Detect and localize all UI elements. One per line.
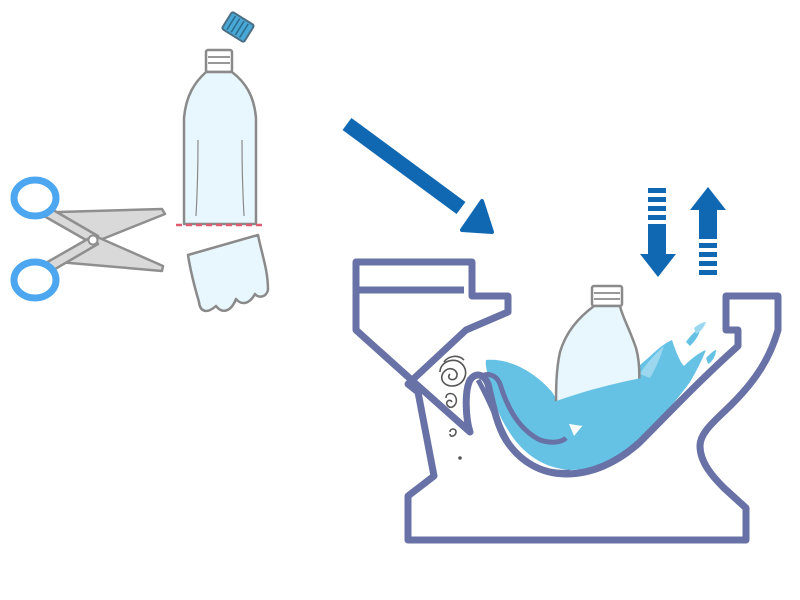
clog-debris bbox=[439, 355, 467, 460]
water-splash bbox=[640, 346, 664, 378]
arrow-right-down-icon bbox=[342, 117, 494, 234]
toilet-outline bbox=[352, 258, 782, 544]
bottle-in-toilet bbox=[548, 284, 644, 427]
bottle-bottom-half bbox=[186, 233, 270, 313]
bottle-top-half bbox=[182, 48, 258, 226]
scissor-handle-lower bbox=[10, 258, 60, 302]
toilet-bowl-icon bbox=[352, 258, 782, 544]
bottle-body-upper bbox=[182, 70, 258, 226]
arrow-down-icon bbox=[640, 188, 676, 277]
scissors-icon bbox=[10, 176, 167, 302]
scissor-handle-upper bbox=[10, 176, 60, 220]
arrow-up-icon bbox=[690, 187, 726, 275]
toilet-bowl-inner bbox=[475, 378, 571, 475]
bottle-neck bbox=[204, 48, 234, 74]
bottle-cap-icon bbox=[221, 11, 255, 43]
bottle-body-lower bbox=[186, 233, 270, 313]
scissor-pivot bbox=[87, 234, 99, 246]
